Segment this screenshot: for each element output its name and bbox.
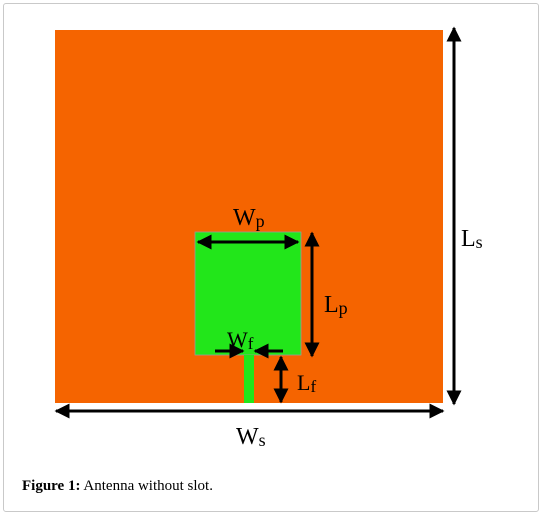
label-ws: Ws (236, 424, 266, 450)
label-lf: Lf (297, 370, 316, 396)
caption-label: Figure 1: (22, 478, 81, 494)
feed-line-rect (244, 355, 254, 403)
label-wf: Wf (227, 327, 254, 353)
patch-rect (194, 231, 302, 356)
label-lp: Lp (324, 292, 348, 318)
label-ls: Ls (461, 226, 483, 252)
label-wp: Wp (233, 205, 265, 231)
caption-text: Antenna without slot. (83, 478, 213, 494)
figure-caption: Figure 1: Antenna without slot. (22, 478, 522, 495)
